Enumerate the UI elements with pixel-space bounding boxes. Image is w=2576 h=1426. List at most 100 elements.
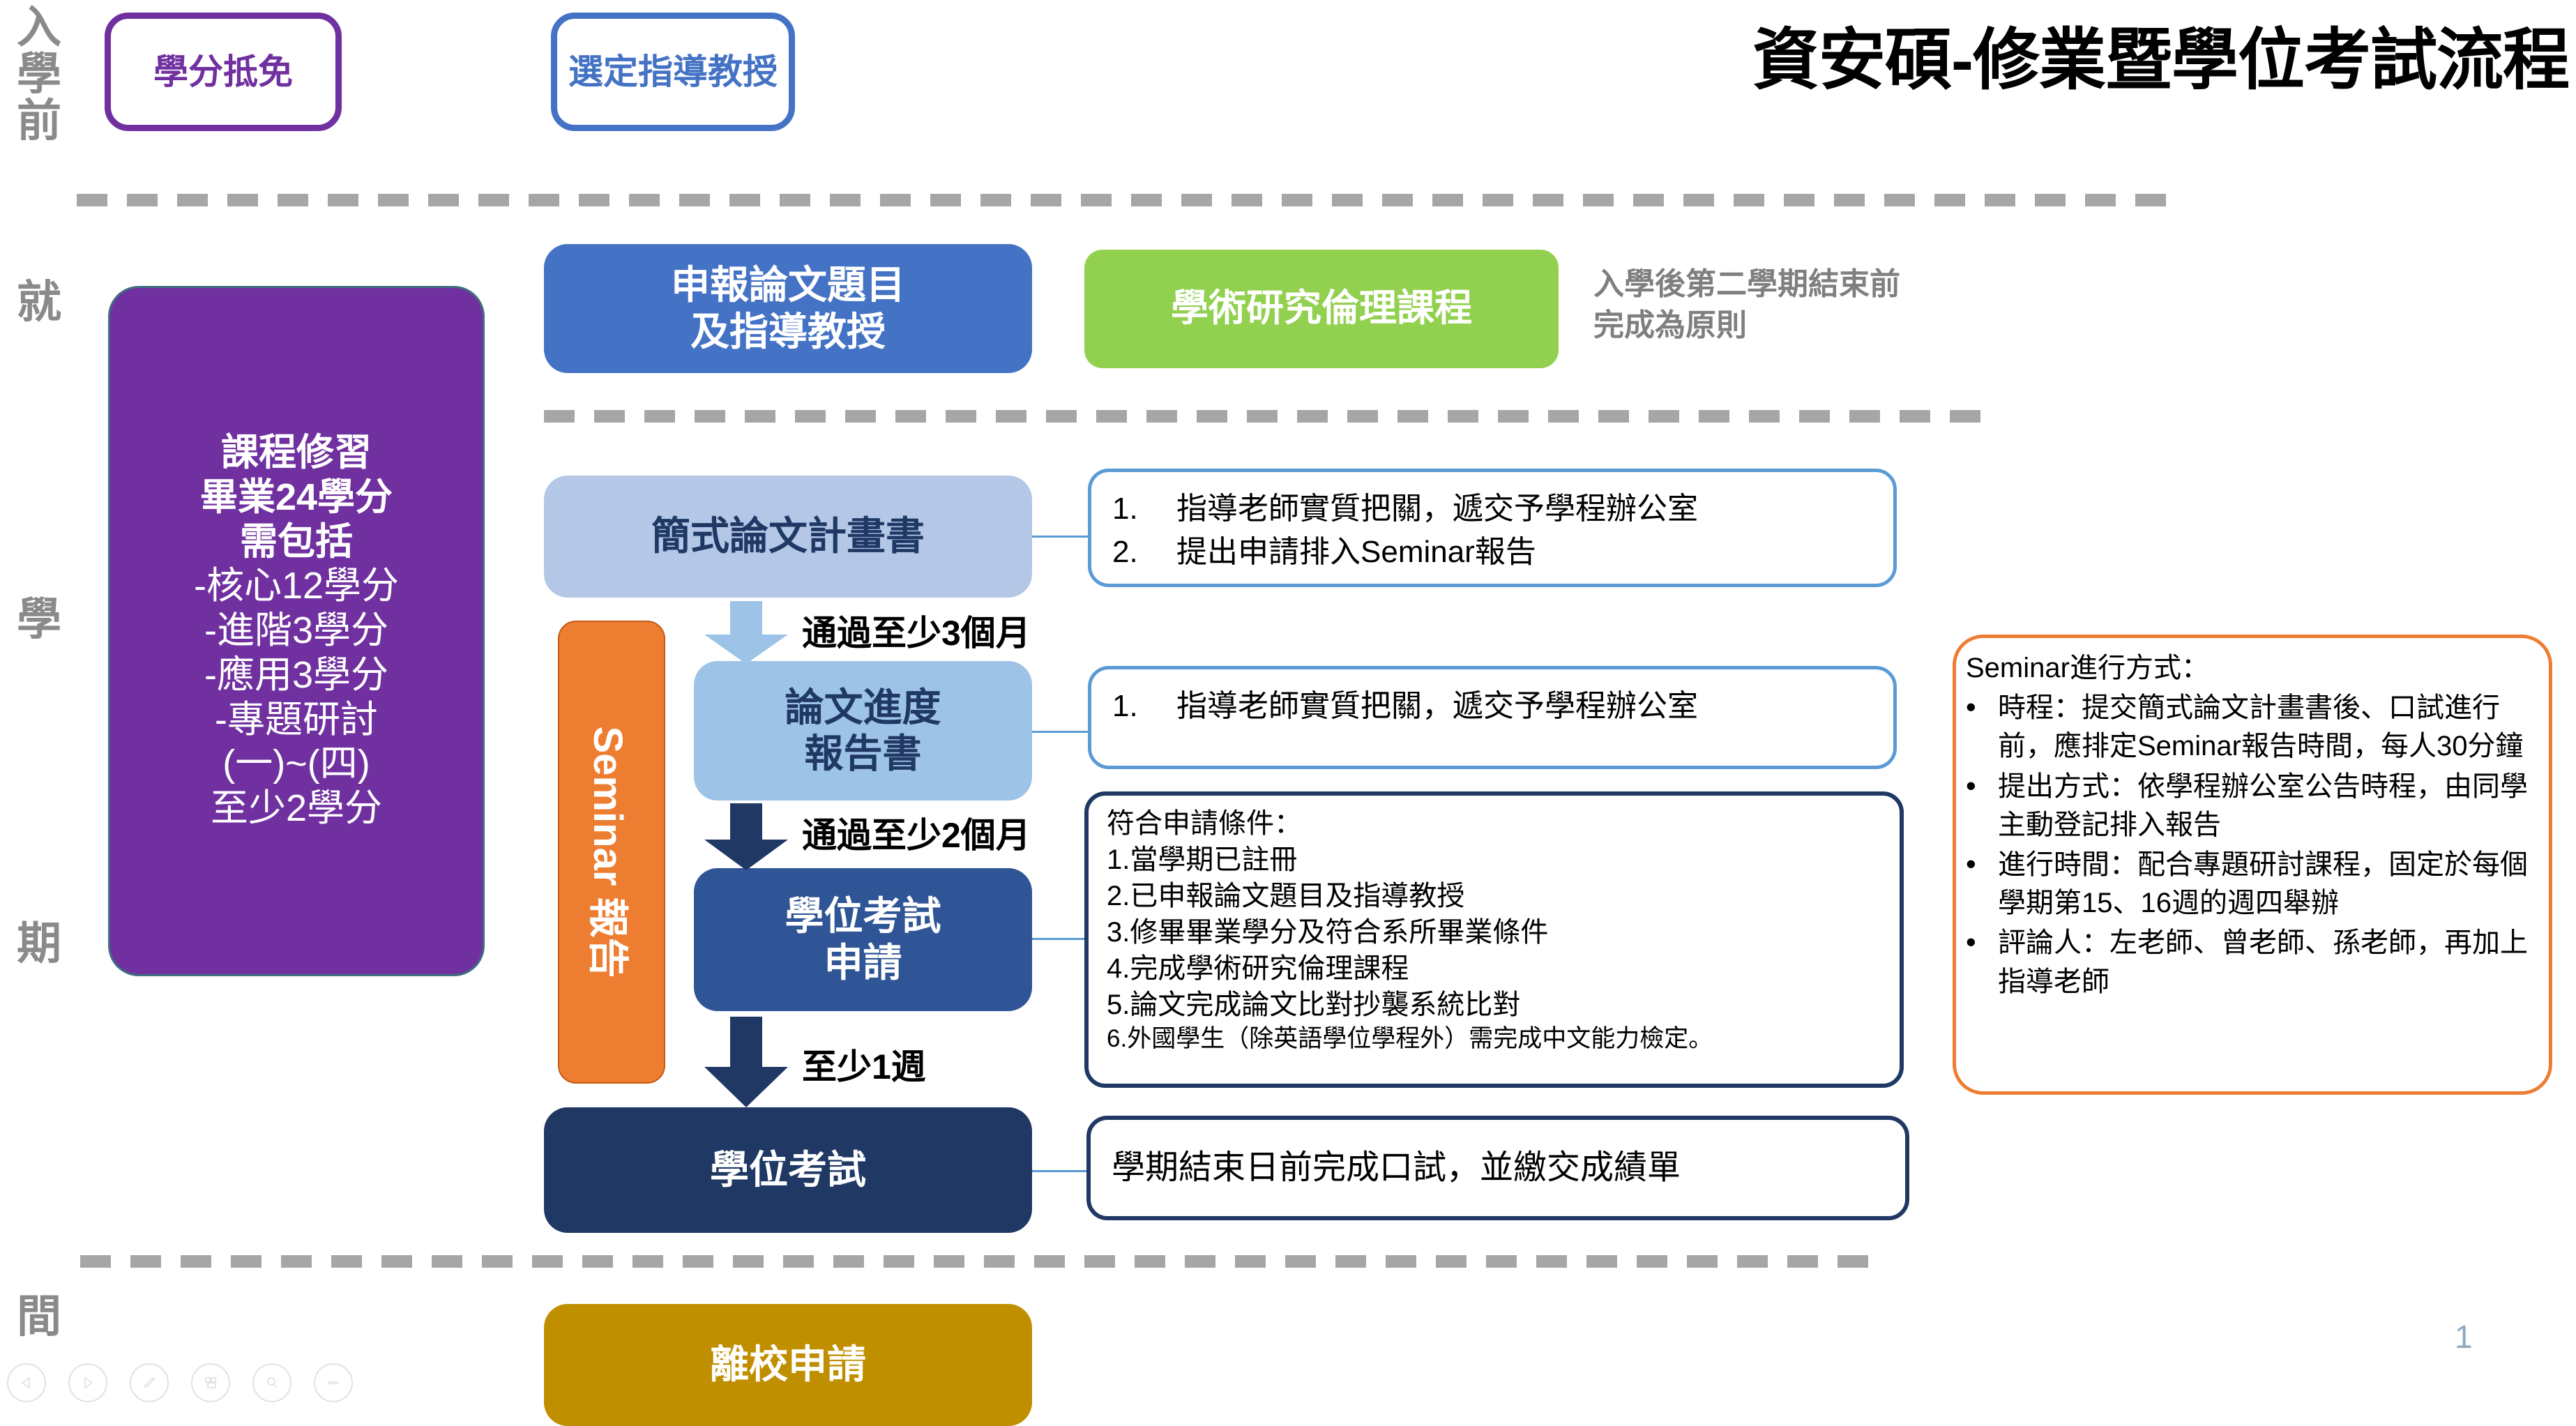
- divider-first-semester: [544, 410, 1980, 423]
- bullet-icon: •: [1966, 690, 1976, 724]
- triangle-right-icon: [84, 1376, 93, 1389]
- arrow-label-after-proposal: 通過至少3個月: [802, 614, 1031, 653]
- grid-icon: [205, 1377, 216, 1388]
- callout-proposal-item-1: 1. 指導老師實質把關，遞交予學程辦公室: [1112, 487, 1872, 531]
- box-select-advisor[interactable]: 選定指導教授: [551, 13, 795, 131]
- box-degree-exam-application[interactable]: 學位考試 申請: [694, 868, 1032, 1011]
- conditions-item-5: 5.論文完成論文比對抄襲系統比對: [1107, 989, 1521, 1020]
- box-degree-exam[interactable]: 學位考試: [544, 1107, 1032, 1233]
- progress-line-2: 報告書: [804, 731, 922, 775]
- page-number: 1: [2455, 1319, 2473, 1355]
- connector-apply: [1032, 938, 1086, 940]
- seminar-bullet-text-3: 進行時間：配合專題研討課程，固定於每個學期第15、16週的週四舉辦: [1998, 849, 2528, 919]
- presentation-controls: [7, 1363, 353, 1402]
- pen-tool-button[interactable]: [130, 1363, 169, 1402]
- conditions-item-6: 6.外國學生（除英語學位學程外）需完成中文能力檢定。: [1107, 1025, 1713, 1052]
- connector-progress: [1032, 731, 1089, 733]
- ellipsis-icon: [328, 1381, 339, 1385]
- callout-proposal-text-2: 提出申請排入Seminar報告: [1176, 535, 1536, 570]
- callout-proposal-item-2: 2. 提出申請排入Seminar報告: [1112, 531, 1872, 574]
- callout-proposal-num-2: 2.: [1112, 535, 1138, 570]
- arrow-progress-to-apply: [704, 803, 788, 870]
- courses-line-7: -專題研討: [215, 698, 378, 741]
- box-leave-school-application[interactable]: 離校申請: [544, 1304, 1032, 1426]
- conditions-item-1: 1.當學期已註冊: [1107, 844, 1298, 875]
- box-seminar-report[interactable]: Seminar 報告: [558, 621, 665, 1084]
- bullet-icon: •: [1966, 847, 1976, 880]
- zoom-slide-button[interactable]: [252, 1363, 291, 1402]
- courses-line-4: -核心12學分: [193, 565, 400, 607]
- courses-line-1: 課程修習: [221, 432, 372, 474]
- conditions-item-4: 4.完成學術研究倫理課程: [1107, 953, 1409, 984]
- arrow-label-after-apply: 至少1週: [802, 1047, 926, 1086]
- conditions-item-3: 3.修畢畢業學分及符合系所畢業條件: [1107, 917, 1549, 948]
- divider-pre-admission: [77, 194, 2176, 206]
- era-label-during-3: 期: [17, 918, 61, 969]
- arrow-proposal-to-progress: [704, 601, 788, 664]
- callout-progress-text-1: 指導老師實質把關，遞交予學程辦公室: [1176, 689, 1698, 723]
- callout-progress-item-1: 1. 指導老師實質把關，遞交予學程辦公室: [1112, 685, 1872, 728]
- seminar-bullet-3: • 進行時間：配合專題研討課程，固定於每個學期第15、16週的週四舉辦: [1966, 846, 2536, 923]
- callout-proposal-text-1: 指導老師實質把關，遞交予學程辦公室: [1176, 492, 1698, 526]
- triangle-left-icon: [21, 1376, 30, 1389]
- seminar-header: Seminar進行方式：: [1966, 653, 2209, 683]
- courses-line-5: -進階3學分: [204, 609, 388, 652]
- topic-line-1: 申報論文題目: [671, 263, 905, 308]
- callout-exam-text: 學期結束日前完成口試，並繳交成績單: [1112, 1148, 1681, 1186]
- box-course-requirements[interactable]: 課程修習 畢業24學分 需包括 -核心12學分 -進階3學分 -應用3學分 -專…: [108, 286, 485, 976]
- courses-line-6: -應用3學分: [204, 653, 388, 696]
- callout-proposal-steps: 1. 指導老師實質把關，遞交予學程辦公室 2. 提出申請排入Seminar報告: [1088, 469, 1897, 587]
- seminar-bullet-text-2: 提出方式：依學程辦公室公告時程，由同學主動登記排入報告: [1998, 771, 2528, 840]
- era-label-pre-admission: 入 學 前: [6, 2, 73, 146]
- conditions-item-2: 2.已申報論文題目及指導教授: [1107, 881, 1465, 911]
- exam-apply-line-2: 申請: [824, 940, 902, 985]
- arrow-apply-to-exam: [704, 1017, 788, 1107]
- ethics-note-line-2: 完成為原則: [1593, 308, 1747, 343]
- courses-line-9: 至少2學分: [210, 787, 383, 830]
- era-pre-char-3: 前: [17, 96, 61, 146]
- note-research-ethics: 入學後第二學期結束前 完成為原則: [1593, 264, 2026, 347]
- era-pre-char-2: 學: [17, 49, 61, 100]
- courses-line-3: 需包括: [240, 520, 353, 563]
- progress-line-1: 論文進度: [785, 685, 941, 729]
- exam-apply-line-1: 學位考試: [785, 894, 941, 939]
- ethics-note-line-1: 入學後第二學期結束前: [1593, 267, 1900, 301]
- conditions-header: 符合申請條件：: [1107, 808, 1302, 839]
- seminar-bullet-text-1: 時程：提交簡式論文計畫書後、口試進行前，應排定Seminar報告時間，每人30分…: [1998, 692, 2524, 762]
- callout-application-conditions: 符合申請條件： 1.當學期已註冊 2.已申報論文題目及指導教授 3.修畢畢業學分…: [1084, 791, 1904, 1088]
- callout-exam-note: 學期結束日前完成口試，並繳交成績單: [1086, 1116, 1909, 1220]
- box-credit-transfer[interactable]: 學分抵免: [105, 13, 342, 131]
- more-options-button[interactable]: [314, 1363, 353, 1402]
- arrow-label-after-progress: 通過至少2個月: [802, 816, 1031, 855]
- callout-progress-steps: 1. 指導老師實質把關，遞交予學程辦公室: [1088, 666, 1897, 769]
- box-research-ethics-course[interactable]: 學術研究倫理課程: [1084, 250, 1559, 368]
- seminar-report-label: Seminar 報告: [585, 726, 630, 978]
- bullet-icon: •: [1966, 768, 1976, 802]
- era-label-during-2: 學: [17, 594, 61, 644]
- next-slide-button[interactable]: [68, 1363, 107, 1402]
- courses-line-8: (一)~(四): [222, 743, 370, 785]
- seminar-bullet-4: • 評論人：左老師、曾老師、孫老師，再加上指導老師: [1966, 924, 2536, 1001]
- callout-progress-num-1: 1.: [1112, 689, 1138, 723]
- seminar-bullet-1: • 時程：提交簡式論文計畫書後、口試進行前，應排定Seminar報告時間，每人3…: [1966, 689, 2536, 766]
- previous-slide-button[interactable]: [7, 1363, 46, 1402]
- box-declare-thesis-topic[interactable]: 申報論文題目 及指導教授: [544, 244, 1032, 373]
- all-slides-button[interactable]: [191, 1363, 230, 1402]
- era-pre-char-1: 入: [17, 2, 61, 52]
- divider-graduation: [80, 1255, 1886, 1268]
- box-simplified-proposal[interactable]: 簡式論文計畫書: [544, 476, 1032, 598]
- connector-proposal: [1032, 536, 1089, 538]
- magnifier-icon: [267, 1377, 278, 1388]
- bullet-icon: •: [1966, 925, 1976, 959]
- page-title: 資安碩-修業暨學位考試流程: [1752, 23, 2570, 98]
- topic-line-2: 及指導教授: [690, 309, 886, 354]
- era-label-during-4: 間: [17, 1291, 61, 1342]
- seminar-bullet-2: • 提出方式：依學程辦公室公告時程，由同學主動登記排入報告: [1966, 768, 2536, 844]
- callout-seminar-info: Seminar進行方式： • 時程：提交簡式論文計畫書後、口試進行前，應排定Se…: [1953, 635, 2552, 1095]
- seminar-bullet-text-4: 評論人：左老師、曾老師、孫老師，再加上指導老師: [1998, 927, 2528, 997]
- era-label-during-1: 就: [17, 277, 61, 327]
- pen-icon: [144, 1377, 155, 1388]
- courses-line-2: 畢業24學分: [199, 476, 393, 518]
- connector-exam: [1032, 1170, 1088, 1172]
- box-thesis-progress-report[interactable]: 論文進度 報告書: [694, 661, 1032, 801]
